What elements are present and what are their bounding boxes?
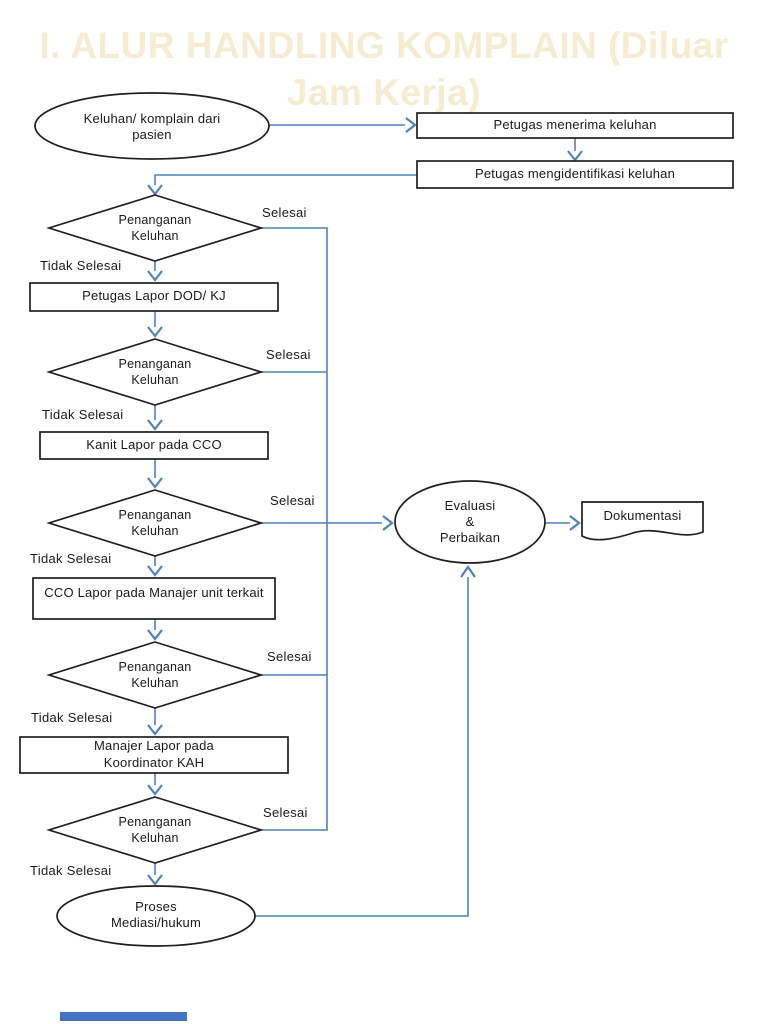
decision1-label: Penanganan Keluhan [118, 212, 192, 243]
decision4-label: Penanganan Keluhan [118, 659, 192, 690]
identify-label: Petugas mengidentifikasi keluhan [474, 165, 676, 181]
selesai-label-3: Selesai [270, 493, 315, 508]
tidak-selesai-label-2: Tidak Selesai [42, 407, 124, 422]
selesai-label-5: Selesai [263, 805, 308, 820]
report-dod-box [29, 282, 279, 312]
identify-box [416, 160, 734, 189]
documentation-label: Dokumentasi [603, 507, 682, 523]
arrowhead-down-decision3 [147, 477, 163, 489]
decision2-label: Penanganan Keluhan [118, 356, 192, 387]
arrowhead-right-evaluation [382, 515, 394, 531]
arrowhead-down-report-cco [147, 419, 163, 431]
arrowhead-down-decision1 [147, 184, 163, 196]
arrowhead-down-report-unit-manager [147, 565, 163, 577]
tidak-selesai-label-1: Tidak Selesai [40, 258, 122, 273]
decision5-diamond [46, 796, 264, 864]
mediation-ellipse [56, 885, 256, 947]
documentation-document-shape [581, 501, 704, 541]
connector-identify-to-decision1 [154, 174, 417, 185]
tidak-selesai-label-5: Tidak Selesai [30, 863, 112, 878]
evaluation-label: Evaluasi & Perbaikan [439, 497, 501, 546]
arrowhead-down-decision5 [147, 784, 163, 796]
arrowhead-right-receive [405, 117, 417, 133]
arrowhead-down-decision2 [147, 326, 163, 338]
evaluation-ellipse [394, 480, 546, 564]
arrowhead-down-report-dod [147, 270, 163, 282]
report-cco-box [39, 431, 269, 460]
arrowhead-down-report-kah [147, 724, 163, 736]
report-kah-label: Manajer Lapor pada Koordinator KAH [94, 738, 214, 770]
arrowhead-right-documentation [569, 515, 581, 531]
footer-accent-bar [60, 1012, 187, 1021]
receive-label: Petugas menerima keluhan [493, 116, 657, 132]
report-unit-manager-box [32, 577, 276, 620]
decision5-label: Penanganan Keluhan [118, 814, 192, 845]
arrowhead-down-identify [567, 150, 583, 162]
decision3-diamond [46, 489, 264, 557]
tidak-selesai-label-3: Tidak Selesai [30, 551, 112, 566]
arrowhead-up-evaluation [460, 565, 476, 578]
decision3-label: Penanganan Keluhan [118, 507, 192, 538]
mediation-label: Proses Mediasi/hukum [110, 898, 202, 930]
report-dod-label: Petugas Lapor DOD/ KJ [82, 288, 226, 304]
arrowhead-down-mediation [147, 874, 163, 886]
report-unit-manager-label: CCO Lapor pada Manajer unit terkait [44, 585, 264, 600]
report-kah-box [19, 736, 289, 774]
receive-box [416, 112, 734, 139]
connector-selesai-collector [261, 227, 328, 831]
decision2-diamond [46, 338, 264, 406]
start-ellipse [34, 92, 270, 160]
decision4-diamond [46, 641, 264, 709]
arrowhead-down-decision4 [147, 629, 163, 641]
report-cco-label: Kanit Lapor pada CCO [86, 436, 222, 452]
decision1-diamond [46, 194, 264, 262]
start-label: Keluhan/ komplain dari pasien [83, 110, 221, 142]
tidak-selesai-label-4: Tidak Selesai [31, 710, 113, 725]
selesai-label-4: Selesai [267, 649, 312, 664]
selesai-label-2: Selesai [266, 347, 311, 362]
selesai-label-1: Selesai [262, 205, 307, 220]
page-title: I. ALUR HANDLING KOMPLAIN (Diluar Jam Ke… [39, 25, 729, 114]
connector-mediation-to-evaluation [255, 577, 469, 917]
